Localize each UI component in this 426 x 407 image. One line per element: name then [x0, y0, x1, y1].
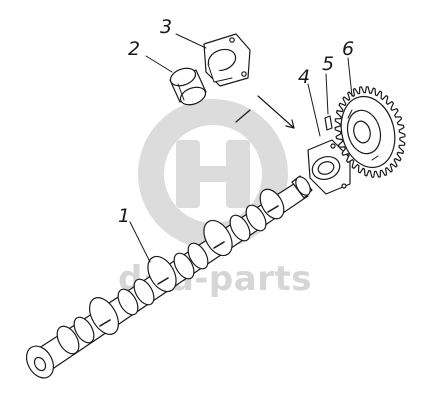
callout-2: 2 — [128, 38, 141, 60]
flange-housing-bottom — [307, 139, 351, 195]
timing-gear — [334, 86, 406, 178]
callout-1: 1 — [118, 205, 131, 227]
flange-housing-top — [203, 33, 251, 87]
callout-5: 5 — [322, 53, 335, 75]
key — [324, 115, 333, 131]
bushing — [169, 67, 207, 106]
callout-6: 6 — [342, 38, 355, 60]
callout-3: 3 — [160, 16, 173, 38]
leader-lines — [129, 33, 353, 263]
assembly-arrow — [235, 95, 295, 129]
callout-4: 4 — [298, 66, 311, 88]
camshaft — [25, 175, 313, 379]
